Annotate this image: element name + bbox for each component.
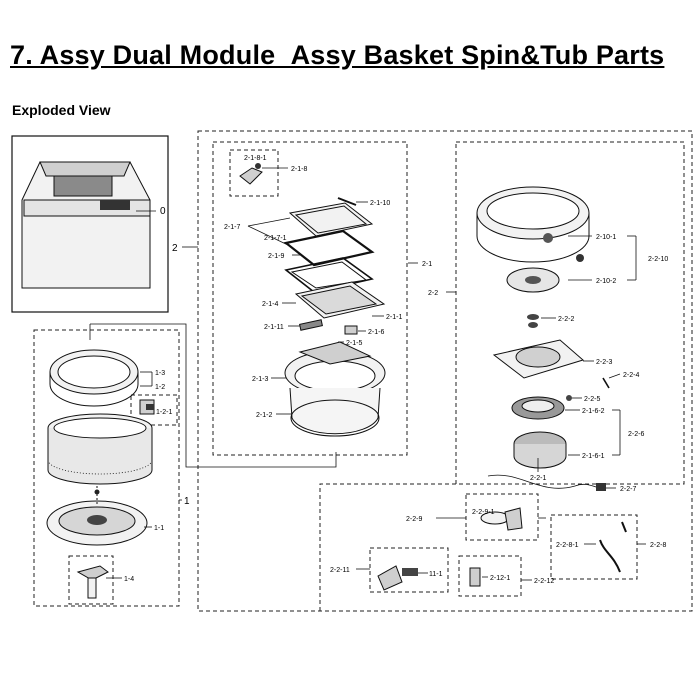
label-2-2-12: 2-2-12 <box>534 578 554 585</box>
label-0: 0 <box>160 206 166 217</box>
label-2: 2 <box>172 243 178 254</box>
part-2-1-3-tub-cover <box>284 341 386 396</box>
label-2-1-9: 2-1-9 <box>268 253 284 260</box>
label-2-1: 2-1 <box>422 261 432 268</box>
page-title: 7. Assy Dual Module_Assy Basket Spin&Tub… <box>10 40 665 70</box>
part-2-1-6-1-stator <box>513 431 567 469</box>
connector-line <box>90 323 337 468</box>
label-2-2-7: 2-2-7 <box>620 486 636 493</box>
part-1-2-1 <box>139 399 155 415</box>
box-2-2-9 <box>465 493 539 541</box>
label-2-1-5: 2-1-5 <box>346 340 362 347</box>
part-2-10-2-plate <box>506 267 560 293</box>
label-1-1: 1-1 <box>154 525 164 532</box>
section-subtitle: Exploded View <box>12 102 111 118</box>
part-2-1-6 <box>344 325 358 335</box>
box-2-2-11 <box>369 547 449 593</box>
label-2-1-10: 2-1-10 <box>370 200 390 207</box>
part-2-2-2-seal <box>527 314 539 328</box>
part-2-1-9-frame <box>284 257 374 293</box>
label-2-2-2: 2-2-2 <box>558 316 574 323</box>
label-2-2-11: 2-2-11 <box>330 567 350 574</box>
part-2-1-7-1-gasket <box>283 229 375 267</box>
label-2-12-1: 2-12-1 <box>490 575 510 582</box>
part-1-3-ring <box>49 349 139 407</box>
label-2-1-1: 2-1-1 <box>386 314 402 321</box>
label-2-1-4: 2-1-4 <box>262 301 278 308</box>
label-2-10-2: 2-10-2 <box>596 278 616 285</box>
label-2-1-6-1: 2-1-6-1 <box>582 453 605 460</box>
part-1-1-pulsator <box>46 486 148 546</box>
label-2-2: 2-2 <box>428 290 438 297</box>
label-2-2-1: 2-2-1 <box>530 475 546 482</box>
part-2-2-9-1 <box>480 507 523 531</box>
label-2-2-4: 2-2-4 <box>623 372 639 379</box>
box-2-2-8 <box>550 514 638 580</box>
label-2-2-5: 2-2-5 <box>584 396 600 403</box>
group-2-2-box <box>455 141 685 485</box>
part-basket <box>47 413 153 485</box>
label-2-2-3: 2-2-3 <box>596 359 612 366</box>
part-1-4-shaft <box>76 565 109 599</box>
label-1-2-1: 1-2-1 <box>156 409 172 416</box>
label-2-1-7: 2-1-7 <box>224 224 240 231</box>
label-2-1-6: 2-1-6 <box>368 329 384 336</box>
part-2-2-10-outer-tub <box>476 186 590 263</box>
label-2-2-9: 2-2-9 <box>406 516 422 523</box>
label-1-3: 1-3 <box>155 370 165 377</box>
part-2-2-3-bracket <box>492 339 585 379</box>
part-2-2-5 <box>566 395 572 401</box>
label-2-2-9-1: 2-2-9-1 <box>472 509 495 516</box>
part-2-1-10 <box>337 197 357 206</box>
part-2-2-4 <box>602 377 610 389</box>
leader-lines <box>106 167 646 581</box>
washer-box <box>11 135 169 313</box>
label-2-1-2: 2-1-2 <box>256 412 272 419</box>
label-1: 1 <box>184 496 190 507</box>
part-2-2-11-1 <box>377 565 418 591</box>
label-2-1-6-2: 2-1-6-2 <box>582 408 605 415</box>
label-2-2-10: 2-2-10 <box>648 256 668 263</box>
part-2-1-7-lid <box>288 202 374 237</box>
label-2-10-1: 2-10-1 <box>596 234 616 241</box>
label-2-2-6: 2-2-6 <box>628 431 644 438</box>
label-2-2-8: 2-2-8 <box>650 542 666 549</box>
box-2-2-12 <box>458 555 522 597</box>
part-2-2-7-harness <box>487 474 607 491</box>
group-2-1-box <box>212 141 408 456</box>
part-2-1-8-1 <box>239 163 263 185</box>
part-2-12-1 <box>469 567 481 587</box>
part-2-2-8-1-hose <box>599 521 627 573</box>
label-1-2: 1-2 <box>155 384 165 391</box>
label-2-1-8: 2-1-8 <box>291 166 307 173</box>
label-11-1: 11-1 <box>429 571 443 578</box>
part-2-1-11 <box>299 319 323 331</box>
label-1-4: 1-4 <box>124 576 134 583</box>
box-1-2 <box>130 394 178 426</box>
part-2-1-2-tub <box>289 387 381 437</box>
box-1-4 <box>68 555 114 605</box>
group-2-2-lower-box <box>319 483 456 611</box>
part-2-1-6-2-rotor <box>511 396 565 420</box>
label-2-1-11: 2-1-11 <box>264 324 284 331</box>
washer-illustration <box>21 161 151 289</box>
label-2-1-8-1: 2-1-8-1 <box>244 155 267 162</box>
label-2-1-3: 2-1-3 <box>252 376 268 383</box>
box-2-1-8 <box>229 149 279 197</box>
group-2-box <box>197 130 693 612</box>
label-2-1-7-1: 2-1-7-1 <box>264 235 287 242</box>
group-1-box <box>33 329 180 607</box>
part-2-1-4-panel <box>294 281 386 319</box>
label-2-2-8-1: 2-2-8-1 <box>556 542 579 549</box>
